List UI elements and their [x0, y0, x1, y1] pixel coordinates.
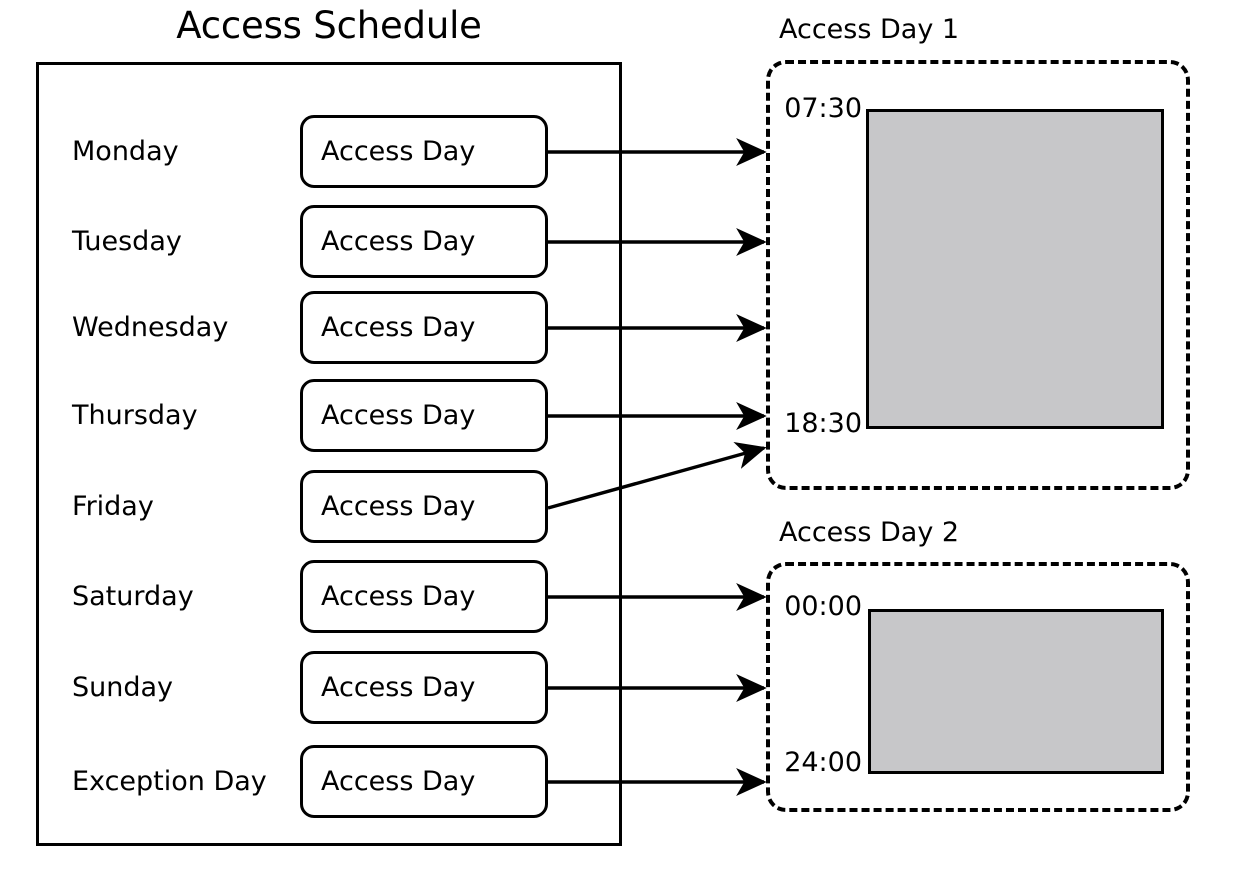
day-label: Monday [72, 136, 179, 167]
access-day-button[interactable]: Access Day [300, 651, 548, 724]
access-day-button[interactable]: Access Day [300, 745, 548, 818]
day-label: Saturday [72, 581, 194, 612]
day-label: Sunday [72, 672, 174, 703]
access-day-button[interactable]: Access Day [300, 291, 548, 364]
access-day-2-end-time: 24:00 [784, 747, 862, 778]
access-day-button[interactable]: Access Day [300, 560, 548, 633]
day-label: Wednesday [72, 312, 229, 343]
access-day-1-end-time: 18:30 [784, 408, 862, 439]
access-day-button-label: Access Day [321, 490, 476, 522]
access-day-button[interactable]: Access Day [300, 470, 548, 543]
access-day-button-label: Access Day [321, 225, 476, 257]
access-day-1-start-time: 07:30 [784, 93, 862, 124]
access-day-button-label: Access Day [321, 765, 476, 797]
access-day-button[interactable]: Access Day [300, 379, 548, 452]
day-label: Thursday [72, 400, 198, 431]
access-day-1-title: Access Day 1 [779, 14, 960, 45]
access-day-2-interval-block [868, 609, 1164, 774]
access-day-button-label: Access Day [321, 311, 476, 343]
access-day-2-panel [766, 562, 1190, 812]
day-label: Exception Day [72, 766, 267, 797]
access-schedule-container [36, 62, 622, 846]
day-label: Tuesday [72, 226, 182, 257]
day-label: Friday [72, 491, 154, 522]
access-day-2-title: Access Day 2 [779, 517, 960, 548]
page-title: Access Schedule [176, 4, 482, 47]
access-day-1-interval-block [866, 109, 1164, 429]
access-day-button-label: Access Day [321, 580, 476, 612]
access-day-1-panel [766, 60, 1190, 490]
access-day-button-label: Access Day [321, 135, 476, 167]
access-day-2-start-time: 00:00 [784, 591, 862, 622]
access-day-button[interactable]: Access Day [300, 115, 548, 188]
access-day-button-label: Access Day [321, 671, 476, 703]
connector-arrow [547, 442, 767, 510]
access-day-button[interactable]: Access Day [300, 205, 548, 278]
access-day-button-label: Access Day [321, 399, 476, 431]
